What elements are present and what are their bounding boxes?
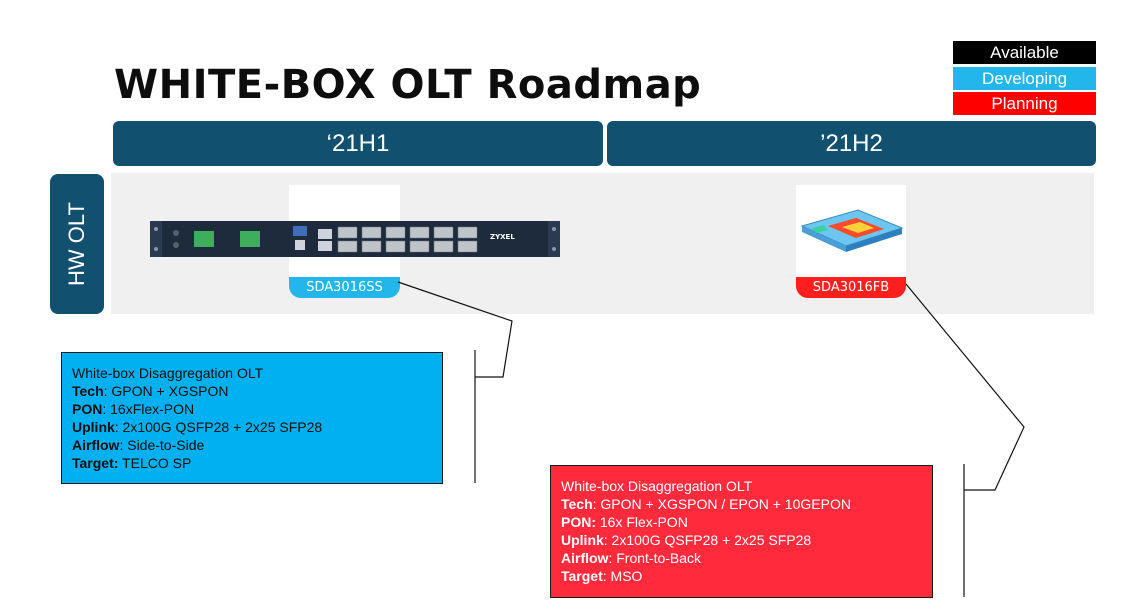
legend-developing: Developing — [953, 67, 1096, 90]
info-airflow: Airflow: Front-to-Back — [561, 550, 702, 566]
period-21h2: ’21H2 — [607, 121, 1096, 166]
info-tech: Tech: GPON + XGSPON — [72, 383, 229, 399]
page-title: WHITE-BOX OLT Roadmap — [114, 62, 702, 108]
info-box-sda3016fb: White-box Disaggregation OLT Tech: GPON … — [550, 465, 933, 598]
device-brand-label: ZYXEL — [490, 233, 515, 241]
info-tech: Tech: GPON + XGSPON / EPON + 10GEPON — [561, 496, 851, 512]
info-target: Target: MSO — [561, 568, 643, 584]
info-pon: PON: 16x Flex-PON — [561, 514, 688, 530]
info-heading: White-box Disaggregation OLT — [561, 478, 753, 494]
legend-planning: Planning — [953, 92, 1096, 115]
legend-available: Available — [953, 41, 1096, 64]
sda3016fb-model-image — [800, 209, 904, 252]
product-badge-sda3016fb: SDA3016FB — [796, 277, 906, 298]
info-pon: PON: 16xFlex-PON — [72, 401, 195, 417]
info-uplink: Uplink: 2x100G QSFP28 + 2x25 SFP28 — [72, 419, 323, 435]
info-airflow: Airflow: Side-to-Side — [72, 437, 205, 453]
period-21h1: ‘21H1 — [113, 121, 603, 166]
info-box-sda3016ss: White-box Disaggregation OLT Tech: GPON … — [61, 352, 443, 484]
sda3016ss-device-image: ZYXEL — [150, 221, 560, 257]
info-uplink: Uplink: 2x100G QSFP28 + 2x25 SFP28 — [561, 532, 812, 548]
product-badge-sda3016ss: SDA3016SS — [289, 277, 400, 298]
info-target: Target: TELCO SP — [72, 455, 192, 471]
info-heading: White-box Disaggregation OLT — [72, 365, 264, 381]
row-label-hw-olt: HW OLT — [50, 174, 104, 314]
